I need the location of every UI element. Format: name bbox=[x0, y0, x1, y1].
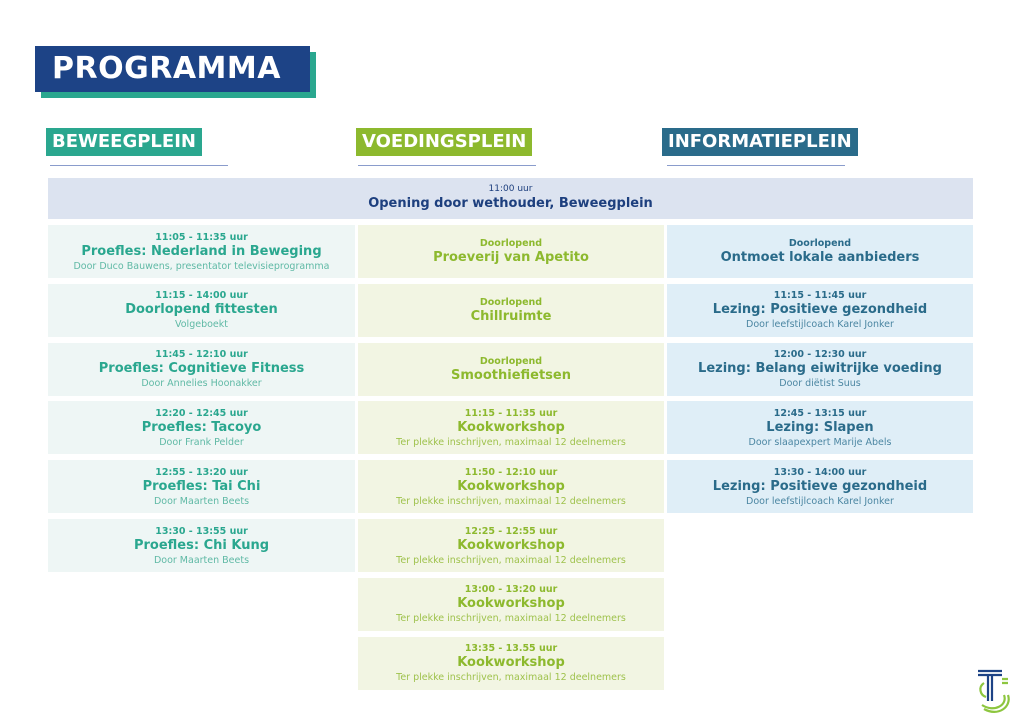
item-name: Proefles: Tai Chi bbox=[142, 478, 261, 494]
item-time: 12:00 - 12:30 uur bbox=[773, 349, 867, 361]
column-divider bbox=[667, 165, 845, 166]
item-time: 13:30 - 13:55 uur bbox=[155, 525, 248, 537]
item-name: Kookworkshop bbox=[457, 478, 565, 494]
item-name: Kookworkshop bbox=[457, 596, 565, 612]
item-name: Lezing: Slapen bbox=[766, 419, 874, 435]
item-desc: Door Maarten Beets bbox=[153, 554, 250, 566]
column-divider bbox=[358, 165, 536, 166]
item-desc: Door leefstijlcoach Karel Jonker bbox=[746, 495, 894, 507]
item-name: Lezing: Positieve gezondheid bbox=[712, 478, 928, 494]
column-header-beweegplein: BEWEEGPLEIN bbox=[46, 128, 202, 156]
item-time: 11:15 - 11:35 uur bbox=[464, 407, 558, 419]
item-desc: Door Frank Pelder bbox=[159, 436, 244, 448]
opening-name: Opening door wethouder, Beweegplein bbox=[368, 196, 653, 211]
column-header-voedingsplein: VOEDINGSPLEIN bbox=[356, 128, 533, 156]
page-title: PROGRAMMA bbox=[35, 46, 310, 92]
item-name: Kookworkshop bbox=[457, 419, 565, 435]
item-name: Lezing: Positieve gezondheid bbox=[712, 302, 928, 318]
item-desc: Door Annelies Hoonakker bbox=[141, 378, 262, 390]
item-time: Doorlopend bbox=[479, 238, 543, 249]
item-time: 11:05 - 11:35 uur bbox=[155, 231, 248, 243]
item-desc: Volgeboekt bbox=[174, 319, 228, 331]
item-time: 12:25 - 12:55 uur bbox=[464, 525, 558, 537]
item-name: Kookworkshop bbox=[457, 655, 565, 671]
item-name: Proefles: Chi Kung bbox=[133, 537, 270, 553]
item-time: 12:55 - 13:20 uur bbox=[155, 466, 248, 478]
item-time: 12:45 - 13:15 uur bbox=[773, 407, 867, 419]
item-time: 12:20 - 12:45 uur bbox=[155, 407, 248, 419]
item-time: 11:15 - 14:00 uur bbox=[155, 290, 248, 302]
column-header-informatieplein: INFORMATIEPLEIN bbox=[662, 128, 858, 156]
item-desc: Door Maarten Beets bbox=[153, 495, 250, 507]
item-desc: Door diëtist Suus bbox=[779, 378, 861, 390]
item-desc: Door slaapexpert Marije Abels bbox=[748, 436, 892, 448]
item-name: Ontmoet lokale aanbieders bbox=[720, 250, 920, 265]
item-time: 11:15 - 11:45 uur bbox=[773, 290, 867, 302]
opening-banner: 11:00 uur Opening door wethouder, Beweeg… bbox=[48, 178, 973, 219]
item-time: 11:45 - 12:10 uur bbox=[155, 349, 248, 361]
opening-time: 11:00 uur bbox=[488, 184, 533, 194]
item-desc: Door Duco Bauwens, presentator televisie… bbox=[73, 260, 330, 272]
item-time: 13:35 - 13.55 uur bbox=[464, 643, 558, 655]
item-name: Kookworkshop bbox=[457, 537, 565, 553]
item-name: Proeverij van Apetito bbox=[433, 250, 589, 265]
item-desc: Door leefstijlcoach Karel Jonker bbox=[746, 319, 894, 331]
item-name: Proefles: Nederland in Beweging bbox=[81, 243, 322, 259]
logo-icon bbox=[978, 669, 1010, 713]
item-desc: Ter plekke inschrijven, maximaal 12 deel… bbox=[396, 495, 626, 507]
item-desc: Ter plekke inschrijven, maximaal 12 deel… bbox=[396, 436, 626, 448]
item-name: Proefles: Cognitieve Fitness bbox=[98, 361, 305, 377]
item-desc: Ter plekke inschrijven, maximaal 12 deel… bbox=[396, 554, 626, 566]
item-name: Doorlopend fittesten bbox=[125, 302, 278, 318]
column-divider bbox=[50, 165, 228, 166]
item-time: Doorlopend bbox=[788, 238, 852, 249]
item-time: 11:50 - 12:10 uur bbox=[464, 466, 558, 478]
item-time: 13:00 - 13:20 uur bbox=[464, 584, 558, 596]
item-time: 13:30 - 14:00 uur bbox=[773, 466, 867, 478]
item-time: Doorlopend bbox=[479, 296, 543, 308]
item-time: Doorlopend bbox=[479, 355, 543, 367]
item-name: Smoothiefietsen bbox=[451, 367, 571, 383]
item-desc: Ter plekke inschrijven, maximaal 12 deel… bbox=[396, 672, 626, 684]
item-name: Proefles: Tacoyo bbox=[141, 419, 262, 435]
item-name: Chillruimte bbox=[470, 308, 552, 324]
page-title-block: PROGRAMMA bbox=[35, 46, 316, 98]
item-name: Lezing: Belang eiwitrijke voeding bbox=[698, 361, 942, 377]
item-desc: Ter plekke inschrijven, maximaal 12 deel… bbox=[396, 613, 626, 625]
